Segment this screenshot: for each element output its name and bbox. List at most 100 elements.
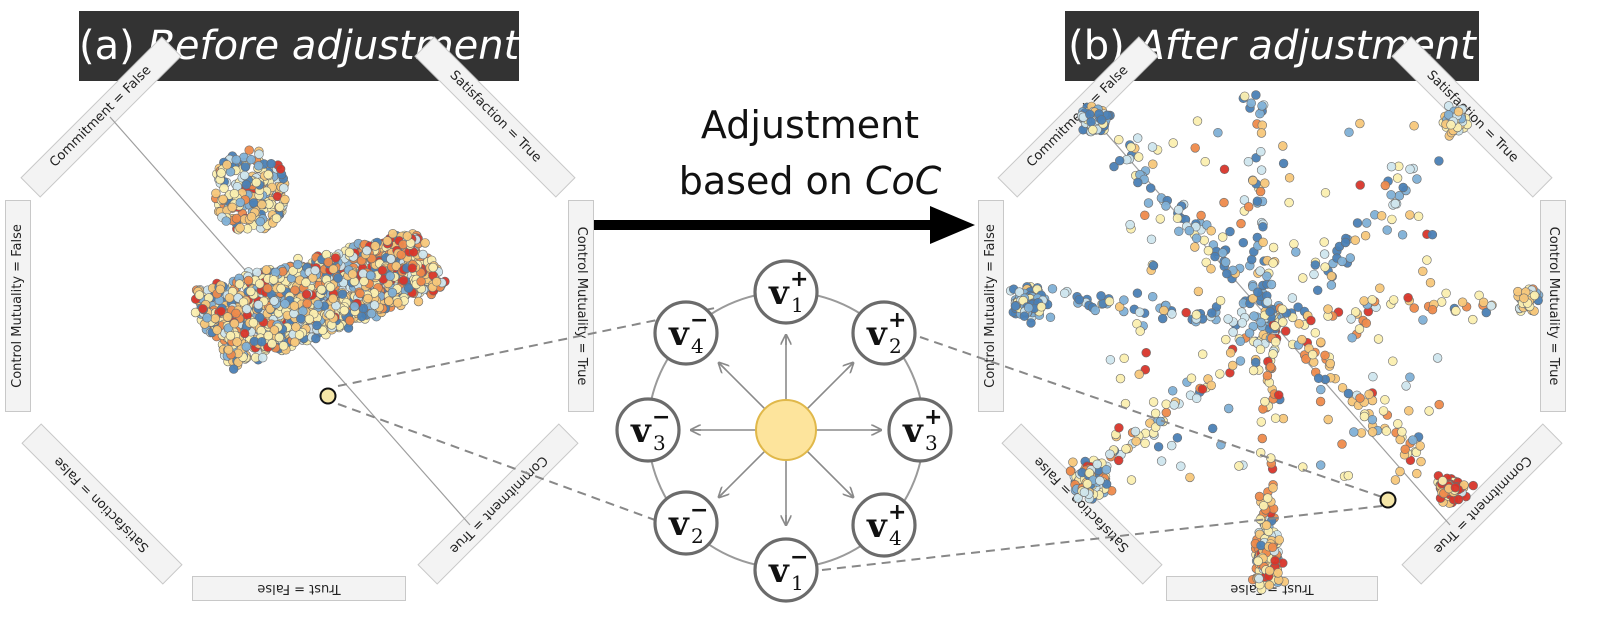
data-point [1132,288,1143,298]
data-point [1278,158,1289,169]
data-point [1255,108,1265,119]
data-point [1427,230,1438,240]
data-point [1278,317,1288,327]
data-point [1262,297,1273,307]
vector-label: v [668,314,690,354]
data-point [1095,475,1105,486]
data-point [1319,237,1329,247]
data-point [1390,475,1401,485]
data-point [1359,411,1370,422]
data-point [271,213,282,223]
data-point [1361,318,1372,328]
data-point [248,198,259,208]
adjustment-coc: CoC [864,159,942,203]
data-point [1252,196,1263,206]
data-point [1378,406,1389,416]
data-point [386,254,396,264]
data-point [1278,413,1289,424]
data-point [1436,297,1447,307]
data-point [278,341,289,351]
data-point [1262,371,1273,381]
data-point [369,300,380,310]
data-point [296,314,306,324]
data-point [1251,90,1261,100]
data-point [225,331,236,341]
vector-superscript: + [888,500,906,525]
data-point [1248,365,1259,376]
data-point [1254,491,1265,502]
data-point [1220,257,1231,267]
data-point [1313,373,1324,383]
data-point [211,188,221,199]
data-point [280,299,290,309]
data-point [387,287,398,298]
data-point [1287,293,1298,303]
data-point [339,305,349,316]
data-point [393,298,403,308]
data-point [1134,369,1144,379]
data-point [240,162,251,172]
data-point [1045,312,1056,322]
data-point [1264,566,1275,576]
data-point [1529,290,1540,301]
data-point [1036,302,1047,312]
data-point [1130,426,1141,437]
data-point [279,183,289,193]
data-point [385,271,395,281]
data-point [370,241,380,251]
data-point [1265,362,1276,372]
data-point [1126,475,1137,485]
data-point [1246,98,1256,108]
data-point [313,299,323,310]
data-point [269,296,279,306]
data-point [248,318,259,328]
data-point [1256,317,1266,328]
data-point [1345,253,1356,263]
data-point [1400,444,1410,454]
data-point [229,318,240,329]
data-point [1262,271,1272,281]
data-point [1450,483,1461,493]
data-point [231,308,241,318]
adjustment-line-2: based on CoC [678,159,942,203]
data-point [1344,127,1354,138]
data-point [1355,118,1365,129]
vector-subscript: 1 [791,293,804,317]
data-point [344,247,355,258]
data-point [1131,436,1141,446]
data-point [1235,356,1246,366]
data-point [1270,413,1281,423]
data-point [1184,226,1195,236]
data-point [222,160,232,170]
data-point [1147,292,1158,302]
data-point [1169,400,1179,410]
data-point [291,322,301,332]
data-point [1416,456,1426,467]
data-point [1026,318,1036,328]
data-point [210,313,220,324]
data-point [1167,309,1177,319]
data-point [1219,164,1230,175]
data-point [1146,234,1157,245]
data-point [1380,180,1391,191]
data-point [1375,283,1385,293]
data-point [1343,470,1354,481]
data-point [1172,433,1183,443]
data-point [1320,188,1331,198]
data-point [1388,295,1399,305]
data-point [263,331,273,341]
data-point [1268,242,1279,253]
data-point [290,337,300,347]
data-point [251,177,262,188]
adjustment-arrow [594,206,975,244]
data-point [1132,133,1143,143]
data-point [1453,494,1464,505]
data-point [1114,423,1124,433]
data-point [1114,135,1124,145]
data-point [1408,435,1418,445]
data-point [1346,314,1356,324]
data-point [1073,493,1083,503]
data-point [1352,218,1363,228]
data-point [289,301,300,311]
data-point [1434,156,1444,166]
